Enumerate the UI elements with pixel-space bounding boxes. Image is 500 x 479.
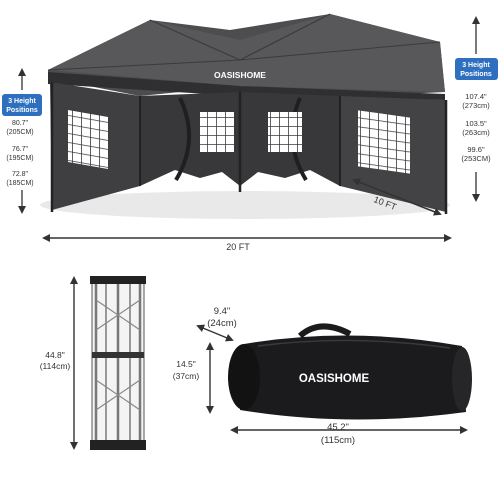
canopy-tent [40, 13, 450, 219]
carry-bag [228, 323, 472, 420]
right-height-1-in: 107.4" [465, 92, 487, 101]
bag-depth-in: 9.4" [214, 306, 231, 317]
depth-arrow [352, 178, 442, 216]
svg-text:Positions: Positions [460, 71, 492, 78]
window-back-right [268, 112, 302, 152]
window-left-wall [68, 109, 108, 170]
left-height-1-in: 80.7" [12, 120, 29, 127]
svg-text:3 Height: 3 Height [462, 62, 490, 69]
tent-brand-label: OASISHOME [214, 70, 266, 80]
bag-height-cm: (37cm) [173, 371, 200, 381]
svg-text:3 Height: 3 Height [8, 98, 36, 105]
window-back-left [200, 112, 234, 152]
bag-depth-cm: (24cm) [207, 318, 237, 329]
right-height-1-cm: (273cm) [462, 101, 490, 110]
right-height-3-in: 99.6" [467, 145, 485, 154]
left-height-2-cm: (195CM) [6, 155, 33, 162]
right-height-2-cm: (263cm) [462, 128, 490, 137]
left-height-1-cm: (205CM) [6, 129, 33, 136]
bag-length-in: 45.2" [327, 422, 349, 433]
svg-text:Positions: Positions [6, 107, 38, 114]
left-height-3-cm: (185CM) [6, 180, 33, 187]
bag-depth-arrow [196, 324, 234, 342]
right-height-3-cm: (253CM) [461, 154, 491, 163]
left-height-badge: 3 Height Positions [2, 94, 42, 116]
left-height-2-in: 76.7" [12, 146, 29, 153]
folded-frame [90, 276, 146, 450]
right-height-2-in: 103.5" [465, 119, 487, 128]
width-label: 20 FT [226, 242, 250, 252]
frame-height-in: 44.8" [45, 350, 65, 360]
bag-height-in: 14.5" [176, 359, 196, 369]
bag-brand-label: OASISHOME [299, 373, 370, 385]
window-right-wall [358, 110, 410, 174]
bag-length-cm: (115cm) [321, 435, 355, 446]
right-height-badge: 3 Height Positions [455, 58, 498, 80]
left-height-3-in: 72.8" [12, 171, 29, 178]
frame-height-cm: (114cm) [40, 361, 71, 371]
